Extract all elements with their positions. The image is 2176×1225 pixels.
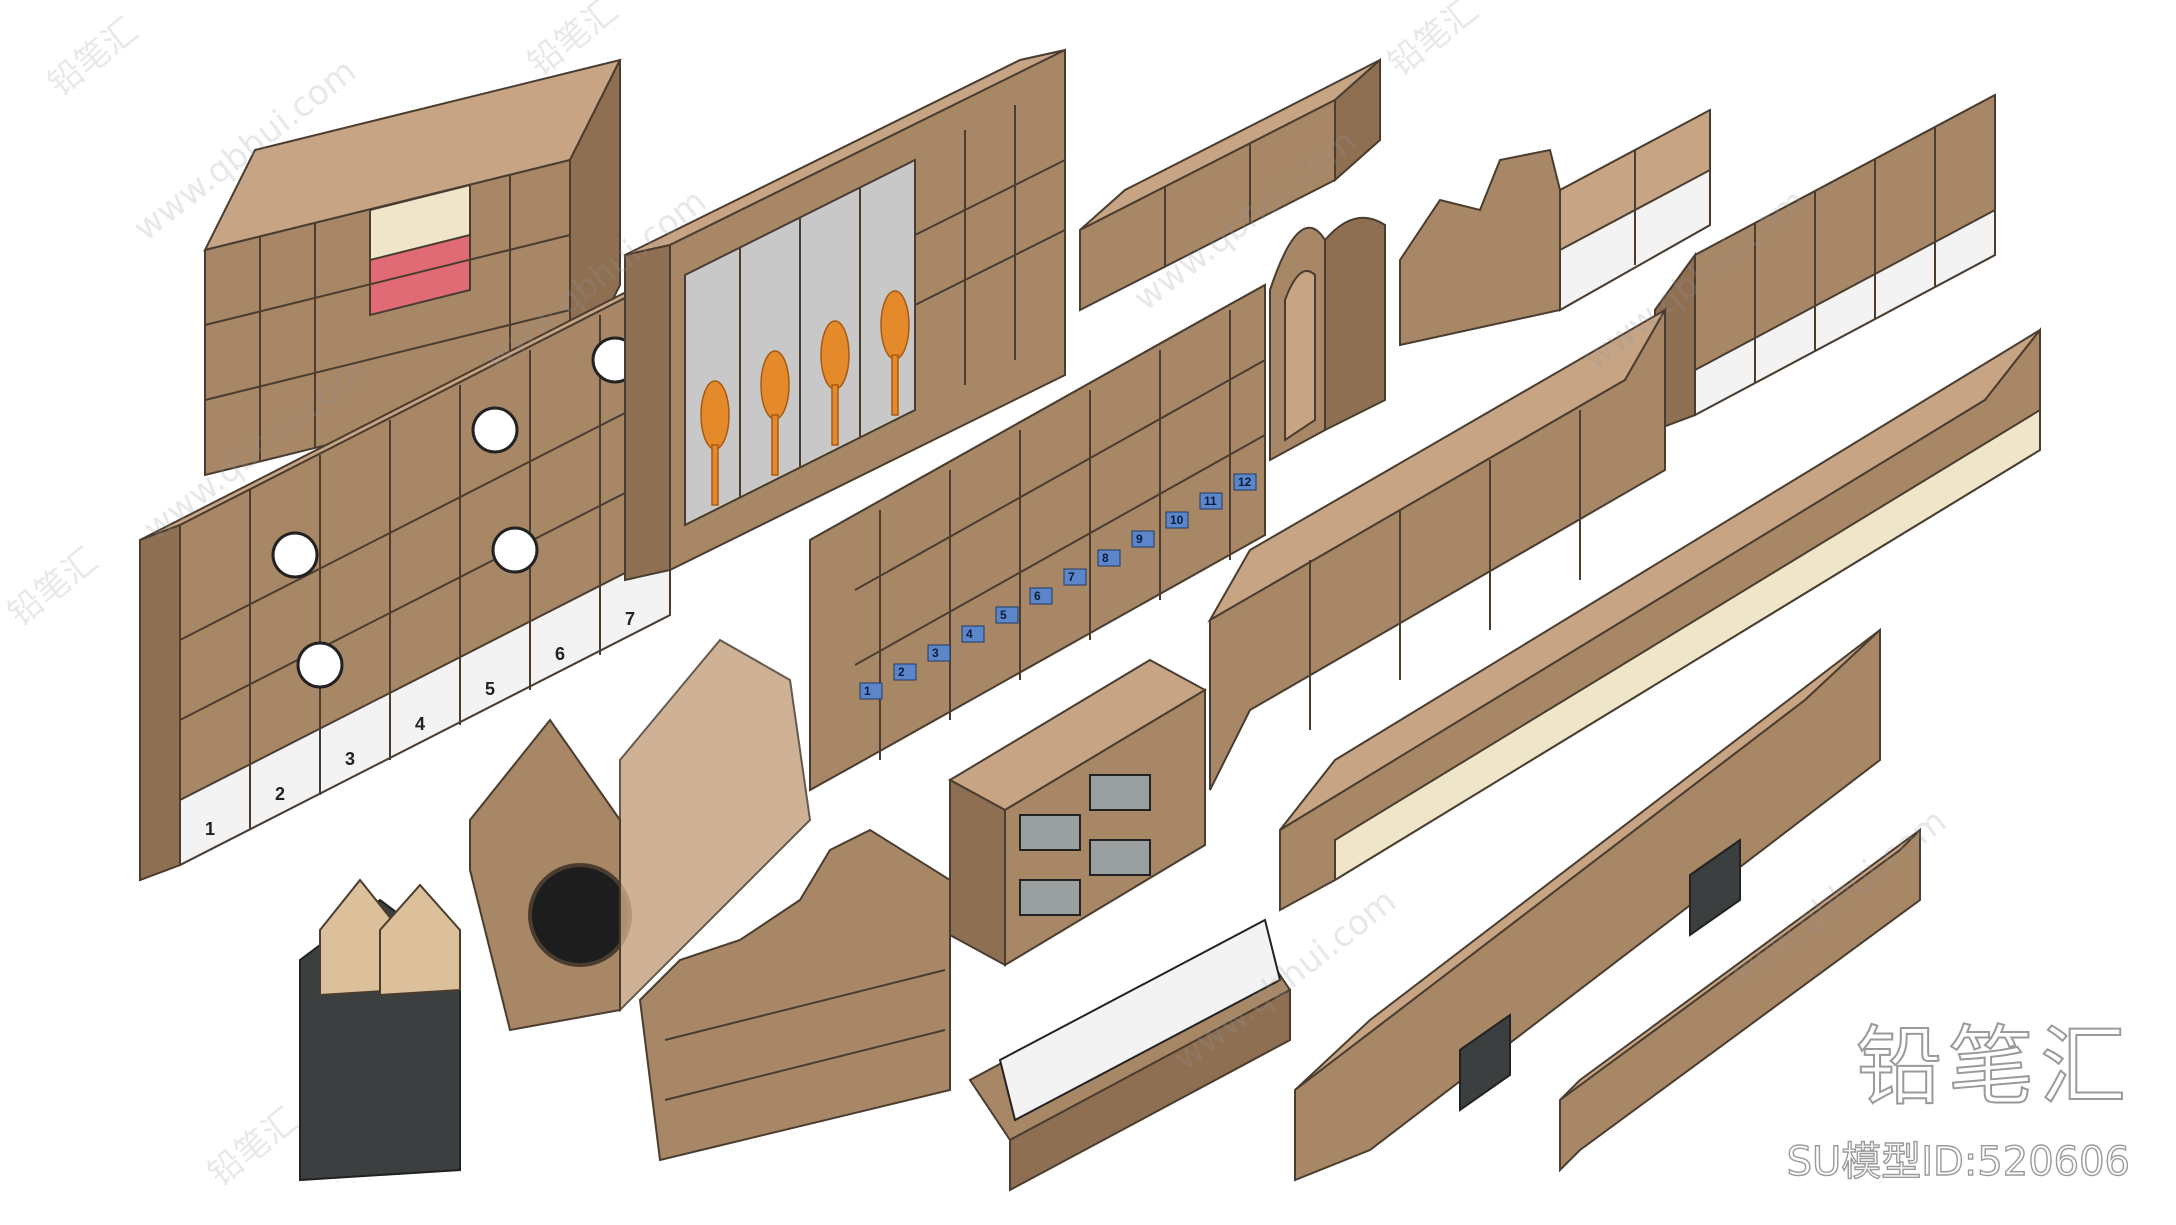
- slot-label-tag: [1097, 549, 1121, 567]
- slot-label-tag: [961, 625, 985, 643]
- slot-number-label: 6: [1034, 589, 1041, 603]
- slot-number-label: 5: [1000, 608, 1007, 622]
- slot-number-label: 3: [932, 646, 939, 660]
- slot-label-tag: [995, 606, 1019, 624]
- slot-number-label: 1: [864, 684, 871, 698]
- low-bench-cabinet: [1559, 827, 1921, 1173]
- wall-cabinet-grid: [203, 58, 622, 477]
- slot-number-label: 7: [1068, 570, 1075, 584]
- locker-number-label: 2: [275, 784, 285, 804]
- slot-label-tag: [1233, 473, 1257, 491]
- locker-number-label: 5: [485, 679, 495, 699]
- slot-number-label: 8: [1102, 551, 1109, 565]
- slot-label-tag: [859, 682, 883, 700]
- book-display-rack: [968, 918, 1292, 1192]
- slot-label-tag: [1029, 587, 1053, 605]
- slot-number-label: 11: [1204, 494, 1217, 508]
- numbered-locker-cabinet: 1 2 3 4 5 6 7: [139, 273, 671, 882]
- slot-number-label: 10: [1170, 513, 1184, 527]
- slot-number-label: 12: [1238, 475, 1252, 489]
- slot-label-tag: [1165, 511, 1189, 529]
- slot-number-label: 4: [966, 627, 973, 641]
- low-shoe-cabinet: [1079, 57, 1381, 312]
- double-house-bookshelf: [638, 828, 951, 1162]
- slot-number-label: 2: [898, 665, 905, 679]
- brand-logo: 铅笔汇: [1855, 1016, 2132, 1118]
- wire-basket-unit: [947, 658, 1208, 967]
- cubby-with-round-drawers: [1654, 93, 1996, 432]
- locker-number-label: 6: [555, 644, 565, 664]
- stacked-house-cubes: [299, 878, 461, 1182]
- locker-number-label: 1: [205, 819, 215, 839]
- slot-label-tag: [1063, 568, 1087, 586]
- slot-number-label: 9: [1136, 532, 1143, 546]
- slot-label-tag: [1199, 492, 1223, 510]
- house-frame-with-round-window: [469, 638, 812, 1032]
- arch-bookshelf: [1269, 216, 1386, 462]
- long-cabinet-with-glass: [1294, 627, 1881, 1182]
- slot-label-tag: [927, 644, 951, 662]
- long-drawer-bench: [1279, 327, 2041, 912]
- model-id-label: SU模型ID:520606: [1786, 1138, 2131, 1185]
- locker-number-label: 3: [345, 749, 355, 769]
- long-wall-cubby: [1207, 306, 1668, 791]
- slot-label-tag: [893, 663, 917, 681]
- locker-number-label: 7: [625, 609, 635, 629]
- house-shaped-cabinet: [1399, 108, 1711, 347]
- wheat-pattern-wardrobe: [624, 48, 1066, 582]
- slot-label-tag: [1131, 530, 1155, 548]
- locker-number-label: 4: [415, 714, 425, 734]
